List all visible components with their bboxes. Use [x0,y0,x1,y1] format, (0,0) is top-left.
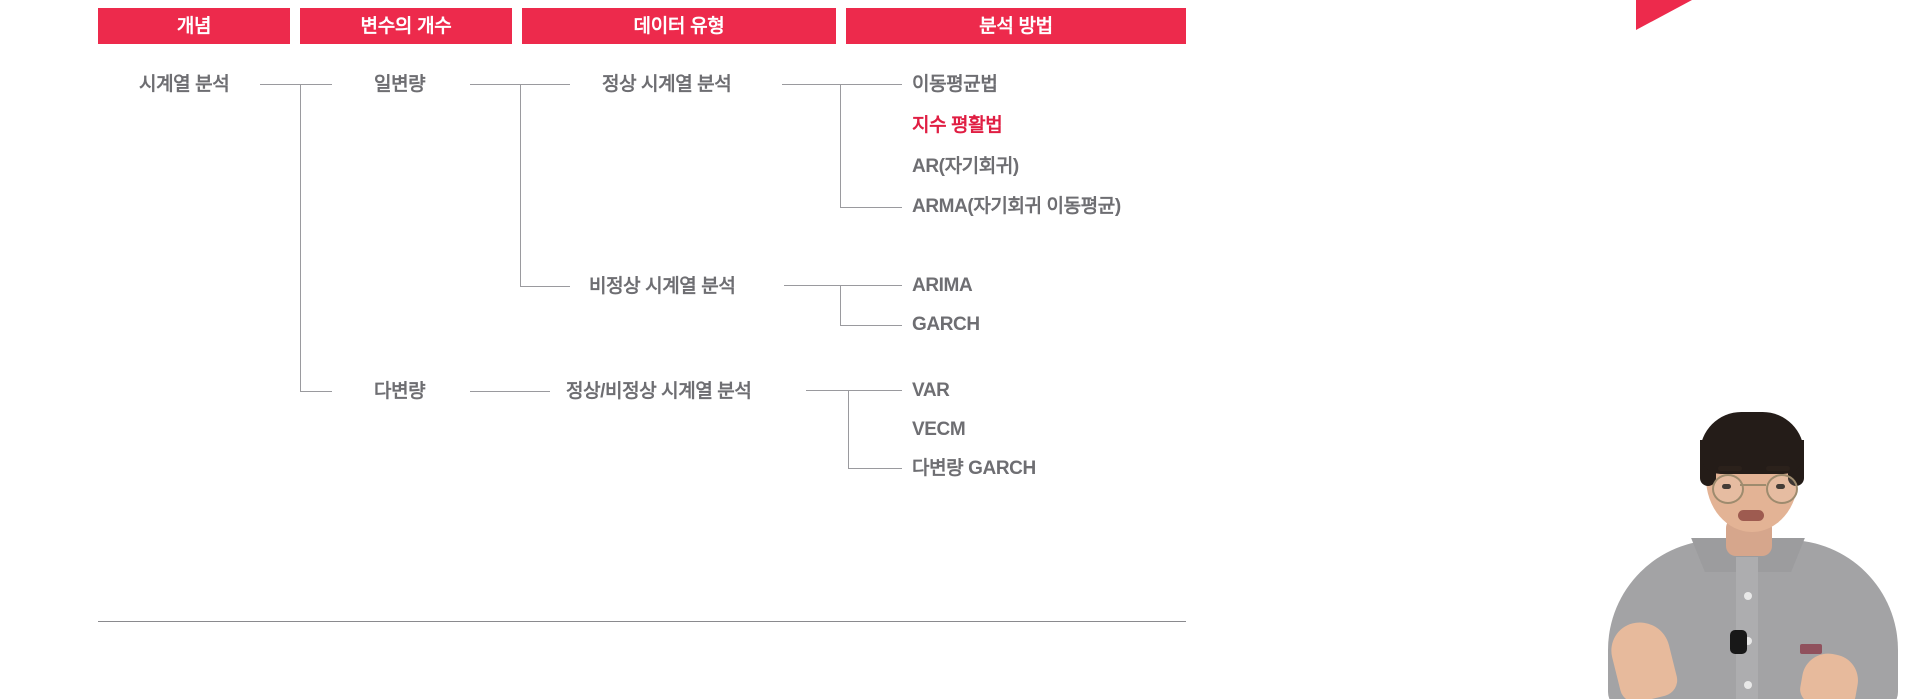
presenter-hair [1700,412,1804,474]
tree-node-multivariate: 다변량 [374,381,426,402]
presenter-video-overlay [1578,392,1920,699]
column-header-concept: 개념 [98,8,290,44]
column-header-data-type: 데이터 유형 [522,8,836,44]
connector-nonstationary-vertical-bus [840,285,841,325]
tree-node-nonstationary-timeseries-analysis: 비정상 시계열 분석 [589,276,736,297]
column-header-row: 개념 변수의 개수 데이터 유형 분석 방법 [0,8,1200,44]
connector-stationary-horizontal [782,84,902,85]
tree-node-root-timeseries-analysis: 시계열 분석 [139,74,230,95]
connector-univariate-to-nonstationary [520,286,570,287]
presenter-shirt-button [1744,637,1752,645]
presenter-shirt-button [1744,592,1752,600]
tree-node-stationary-nonstationary-timeseries-analysis: 정상/비정상 시계열 분석 [566,381,752,402]
presenter-eyebrow-left [1718,466,1742,471]
connector-multivariate-vertical-bus [848,390,849,468]
slide-bottom-divider [98,621,1186,622]
tree-leaf-ar-autoregressive: AR(자기회귀) [912,156,1019,177]
tree-leaf-moving-average: 이동평균법 [912,74,998,95]
connector-univariate-vertical-bus [520,84,521,286]
connector-root-to-multivariate [300,391,332,392]
connector-multivariate-methods-horizontal [806,390,902,391]
column-header-variable-count: 변수의 개수 [300,8,512,44]
tree-leaf-var: VAR [912,380,950,401]
connector-multivariate-horizontal [470,391,550,392]
tree-leaf-exponential-smoothing: 지수 평활법 [912,115,1003,136]
presenter-glasses-left-lens [1712,474,1744,504]
presenter-mouth [1738,510,1764,521]
presenter-shirt-button [1744,681,1752,689]
connector-stationary-to-arma [840,207,902,208]
tree-leaf-arma: ARMA(자기회귀 이동평균) [912,196,1121,217]
presenter-lapel-mic [1730,630,1747,654]
connector-nonstationary-horizontal [784,285,902,286]
tree-leaf-multivariate-garch: 다변량 GARCH [912,458,1036,479]
presenter-shirt-logo [1800,644,1822,654]
presenter-eyebrow-right [1766,466,1790,471]
corner-triangle-decoration [1636,0,1692,30]
connector-root-horizontal [260,84,332,85]
tree-leaf-arima: ARIMA [912,275,973,296]
presenter-shirt-placket [1736,557,1758,699]
tree-leaf-vecm: VECM [912,419,966,440]
tree-node-stationary-timeseries-analysis: 정상 시계열 분석 [602,74,732,95]
connector-stationary-vertical-bus [840,84,841,207]
presenter-glasses-bridge [1740,484,1766,486]
connector-nonstationary-to-garch [840,325,902,326]
connector-root-vertical-bus [300,84,301,391]
tree-leaf-garch: GARCH [912,314,980,335]
tree-node-univariate: 일변량 [374,74,426,95]
column-header-analysis-method: 분석 방법 [846,8,1186,44]
connector-multivariate-to-mgarch [848,468,902,469]
presenter-glasses-right-lens [1766,474,1798,504]
